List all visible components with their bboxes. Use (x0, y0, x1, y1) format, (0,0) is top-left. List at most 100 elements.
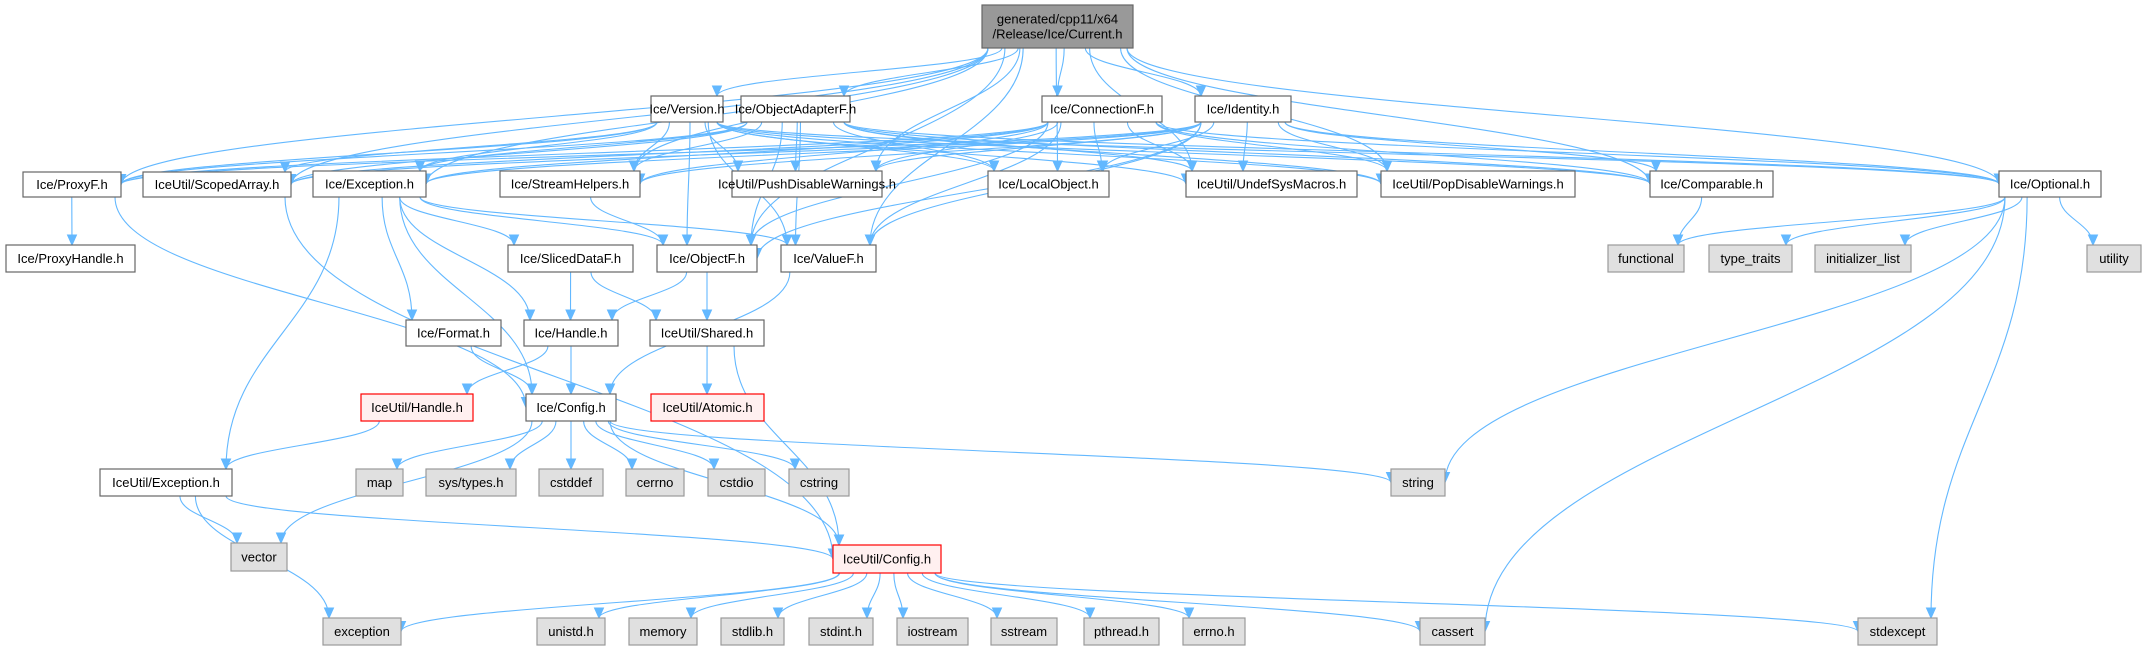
edge-optional-to-functional (1672, 196, 2006, 247)
node-label: Ice/Comparable.h (1660, 177, 1763, 192)
node-proxyf[interactable]: Ice/ProxyF.h (22, 171, 122, 198)
node-streamhelpers[interactable]: Ice/StreamHelpers.h (499, 170, 641, 198)
node-proxyhandle[interactable]: Ice/ProxyHandle.h (5, 244, 136, 273)
node-label: string (1402, 475, 1434, 490)
node-label: Ice/Format.h (417, 326, 490, 341)
node-scopedarray[interactable]: IceUtil/ScopedArray.h (142, 171, 292, 198)
arrowhead-icon (1052, 160, 1063, 173)
edge-iuconfig-to-errno (934, 572, 1195, 620)
node-label: Ice/SlicedDataF.h (520, 251, 621, 266)
node-current[interactable]: generated/cpp11/x64/Release/Ice/Current.… (981, 4, 1134, 49)
node-objectf[interactable]: Ice/ObjectF.h (656, 244, 758, 273)
arrowhead-icon (781, 234, 793, 247)
node-label: IceUtil/UndefSysMacros.h (1197, 177, 1347, 192)
node-memory: memory (628, 617, 698, 646)
edge-handle-to-iuhandle (461, 345, 549, 396)
node-exception_std: exception (322, 617, 402, 646)
arrowhead-icon (864, 234, 876, 247)
node-label: map (367, 475, 392, 490)
edge-optional-to-string (1439, 196, 2006, 484)
node-box (740, 95, 851, 123)
node-label: type_traits (1721, 251, 1781, 266)
node-label: cerrno (637, 475, 674, 490)
node-label: sys/types.h (438, 475, 503, 490)
edge-shared-to-atomic (701, 345, 713, 396)
node-iuexception[interactable]: IceUtil/Exception.h (99, 468, 233, 497)
node-undefsys[interactable]: IceUtil/UndefSysMacros.h (1185, 170, 1358, 198)
arrowhead-icon (1237, 160, 1249, 173)
node-sstream: sstream (990, 617, 1058, 646)
arrowhead-icon (988, 160, 1000, 173)
edge-iuconfig-to-iostream (893, 572, 909, 620)
arrowhead-icon (526, 383, 538, 396)
node-label: Ice/ValueF.h (793, 251, 864, 266)
node-label: cstdio (720, 475, 754, 490)
arrowhead-icon (701, 383, 713, 396)
node-label: memory (640, 624, 687, 639)
node-sliceddataf[interactable]: Ice/SlicedDataF.h (507, 244, 634, 273)
node-utility: utility (2086, 244, 2142, 273)
arrowhead-icon (1186, 160, 1198, 173)
node-atomic[interactable]: IceUtil/Atomic.h (650, 393, 765, 422)
node-connectionf[interactable]: Ice/ConnectionF.h (1041, 95, 1163, 123)
arrowhead-icon (991, 607, 1003, 620)
arrowhead-icon (406, 309, 418, 322)
arrowhead-icon (711, 85, 723, 98)
node-label: utility (2099, 251, 2129, 266)
edge-version-to-objectf (681, 121, 693, 247)
node-label: Ice/ProxyF.h (36, 177, 108, 192)
node-label: Ice/LocalObject.h (998, 177, 1098, 192)
arrowhead-icon (650, 309, 662, 322)
node-stdexcept: stdexcept (1857, 617, 1938, 646)
arrowhead-icon (701, 309, 713, 322)
edge-handle-to-config (565, 345, 577, 396)
node-box (707, 468, 766, 497)
node-iuconfig[interactable]: IceUtil/Config.h (832, 544, 942, 574)
node-comparable[interactable]: Ice/Comparable.h (1649, 170, 1774, 198)
node-objectadapterf[interactable]: Ice/ObjectAdapterF.h (735, 95, 856, 123)
node-unistd: unistd.h (536, 617, 606, 646)
node-localobject[interactable]: Ice/LocalObject.h (987, 170, 1110, 198)
node-cstring: cstring (788, 468, 850, 497)
node-label: stdexcept (1870, 624, 1926, 639)
edge-objectf-to-shared (701, 272, 713, 322)
node-box (1649, 170, 1774, 198)
arrowhead-icon (861, 607, 873, 620)
node-iuhandle[interactable]: IceUtil/Handle.h (360, 393, 474, 422)
node-string: string (1390, 468, 1446, 497)
node-optional[interactable]: Ice/Optional.h (1998, 170, 2102, 198)
node-stdint: stdint.h (808, 617, 874, 646)
edge-exception-to-iuexception (220, 196, 340, 471)
node-shared[interactable]: IceUtil/Shared.h (649, 319, 765, 347)
arrowhead-icon (789, 458, 801, 471)
edge-iuhandle-to-iuexception (220, 420, 380, 471)
node-identity[interactable]: Ice/Identity.h (1194, 95, 1292, 123)
arrowhead-icon (508, 234, 520, 247)
node-label: Ice/ObjectAdapterF.h (735, 102, 856, 117)
node-cerrno: cerrno (625, 468, 685, 497)
arrowhead-icon (565, 383, 577, 396)
edge-iuconfig-to-stdint (861, 572, 881, 620)
node-version[interactable]: Ice/Version.h (649, 95, 725, 123)
node-handle[interactable]: Ice/Handle.h (523, 319, 619, 347)
node-errno: errno.h (1182, 617, 1246, 646)
node-label: IceUtil/PopDisableWarnings.h (1392, 177, 1563, 192)
arrowhead-icon (1084, 607, 1096, 620)
edge-iuconfig-to-memory (685, 572, 854, 620)
arrowhead-icon (685, 607, 697, 620)
edge-sliceddataf-to-handle (565, 271, 576, 322)
node-popdisable[interactable]: IceUtil/PopDisableWarnings.h (1380, 170, 1576, 198)
node-label: Ice/Exception.h (325, 177, 414, 192)
node-label: IceUtil/Shared.h (661, 326, 754, 341)
edge-streamhelpers-to-objectf (590, 196, 669, 247)
node-pthread: pthread.h (1083, 617, 1160, 646)
node-box (650, 95, 724, 123)
node-box (731, 170, 883, 198)
node-valuef[interactable]: Ice/ValueF.h (780, 244, 877, 273)
node-config[interactable]: Ice/Config.h (525, 393, 617, 422)
node-format[interactable]: Ice/Format.h (405, 319, 502, 347)
node-pushdisable[interactable]: IceUtil/PushDisableWarnings.h (718, 170, 896, 198)
edge-config-to-cstring (607, 420, 801, 471)
node-exception[interactable]: Ice/Exception.h (312, 170, 427, 198)
